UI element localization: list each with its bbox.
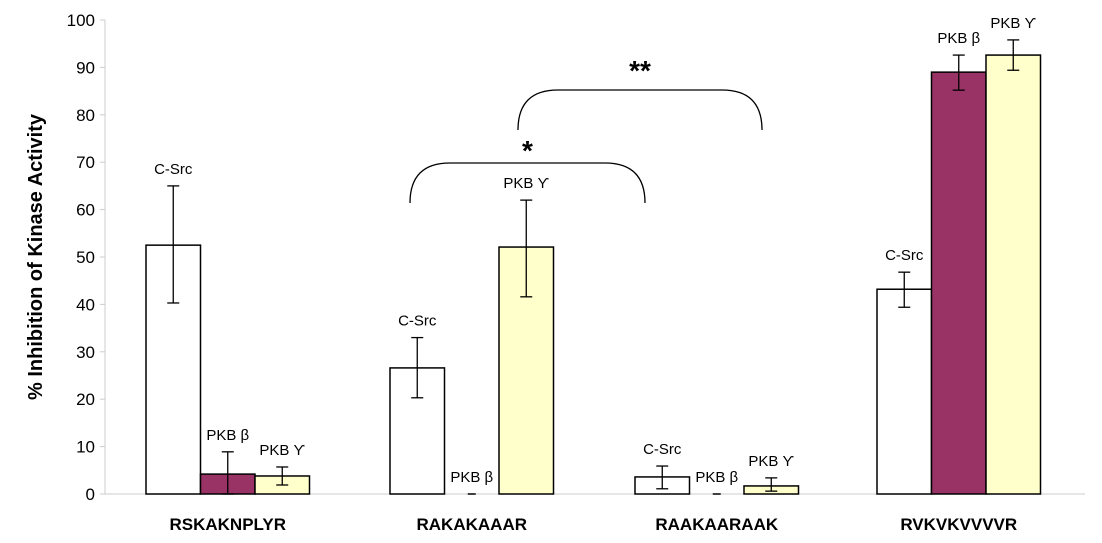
y-tick-label: 10 xyxy=(76,438,95,457)
y-tick-label: 20 xyxy=(76,390,95,409)
y-tick-label: 90 xyxy=(76,58,95,77)
y-tick-label: 40 xyxy=(76,295,95,314)
significance-marker: ** xyxy=(629,55,651,86)
data-label: C-Src xyxy=(643,441,682,458)
y-tick-label: 30 xyxy=(76,343,95,362)
data-label: C-Src xyxy=(154,161,193,178)
data-label: PKB ϒ xyxy=(503,175,549,192)
data-label: PKB ϒ xyxy=(748,453,794,470)
y-tick-label: 70 xyxy=(76,153,95,172)
x-tick-label: RAAKAARAAK xyxy=(655,515,778,534)
data-label: PKB β xyxy=(450,469,493,486)
bar xyxy=(985,54,1042,495)
data-label: C-Src xyxy=(398,313,437,330)
y-tick-label: 100 xyxy=(67,11,95,30)
bar xyxy=(876,288,933,495)
bar xyxy=(145,244,202,495)
y-tick-label: 80 xyxy=(76,106,95,125)
data-label: PKB β xyxy=(206,427,249,444)
data-label: PKB β xyxy=(695,469,738,486)
y-tick-label: 50 xyxy=(76,248,95,267)
y-tick-label: 0 xyxy=(86,485,95,504)
data-label: PKB ϒ xyxy=(990,15,1036,32)
data-label: PKB β xyxy=(937,30,980,47)
x-tick-label: RAKAKAAAR xyxy=(417,515,528,534)
y-axis-label: % Inhibition of Kinase Activity xyxy=(25,113,47,400)
data-label: PKB ϒ xyxy=(259,442,305,459)
x-tick-label: RVKVKVVVVR xyxy=(900,515,1017,534)
significance-bracket xyxy=(409,162,646,204)
x-tick-label: RSKAKNPLYR xyxy=(169,515,286,534)
significance-bracket xyxy=(517,89,763,131)
significance-marker: * xyxy=(522,135,533,166)
bar xyxy=(930,71,987,495)
data-label: C-Src xyxy=(885,247,924,264)
y-tick-label: 60 xyxy=(76,201,95,220)
